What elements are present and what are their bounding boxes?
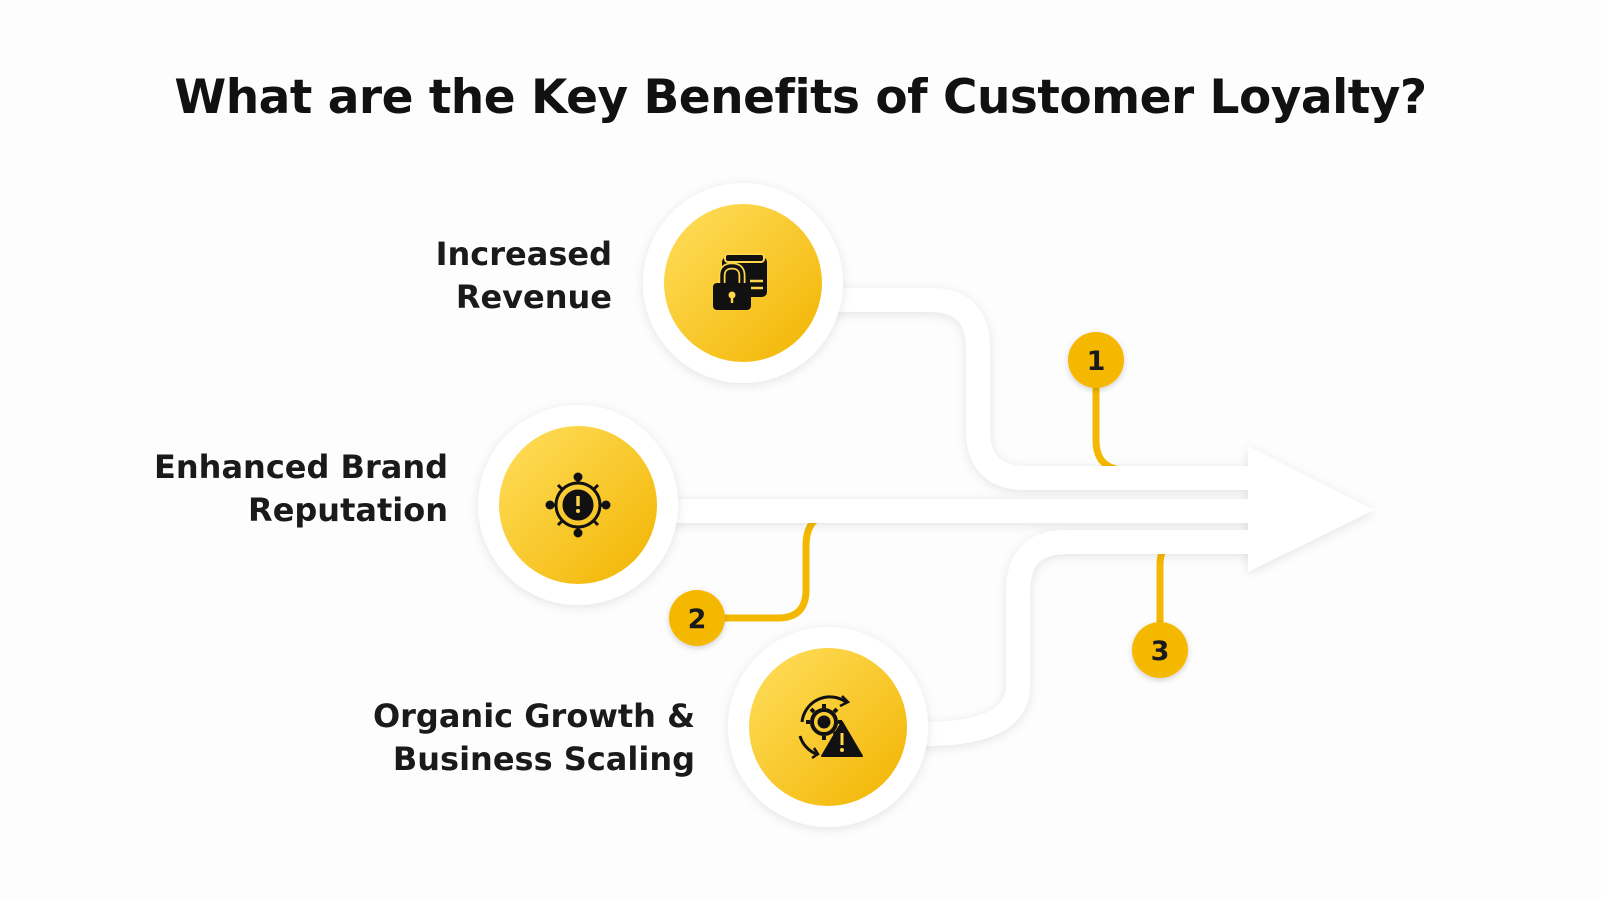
- number-badge-3-text: 3: [1151, 636, 1170, 667]
- gear-alert-icon: [545, 472, 611, 538]
- benefit-circle-1: [643, 183, 843, 383]
- benefit-label-1-line-2: Revenue: [455, 278, 612, 316]
- number-badge-1: 1: [1068, 332, 1124, 388]
- benefit-label-2: Enhanced Brand Reputation: [154, 446, 448, 532]
- stream-3: [913, 530, 1262, 746]
- wallet-lock-icon: [713, 253, 767, 310]
- benefit-label-3: Organic Growth & Business Scaling: [373, 695, 695, 781]
- connector-2: [696, 508, 844, 622]
- gear-warning-cycle-icon: [798, 695, 863, 760]
- number-badge-2: 2: [669, 590, 725, 646]
- number-badge-3: 3: [1132, 622, 1188, 678]
- benefit-label-1-line-1: Increased: [435, 235, 612, 273]
- benefit-label-2-line-1: Enhanced Brand: [154, 448, 448, 486]
- number-badge-2-text: 2: [688, 604, 707, 635]
- benefit-label-2-line-2: Reputation: [248, 491, 448, 529]
- benefit-label-3-line-2: Business Scaling: [392, 740, 695, 778]
- benefit-label-1: Increased Revenue: [436, 233, 612, 319]
- page-title: What are the Key Benefits of Customer Lo…: [174, 70, 1427, 125]
- stream-1: [780, 288, 1262, 490]
- arrow-head: [1248, 446, 1374, 572]
- benefit-circle-2: [478, 405, 678, 605]
- benefit-label-3-line-1: Organic Growth &: [372, 697, 695, 735]
- benefit-circle-3: [728, 627, 928, 827]
- number-badge-1-text: 1: [1087, 346, 1106, 377]
